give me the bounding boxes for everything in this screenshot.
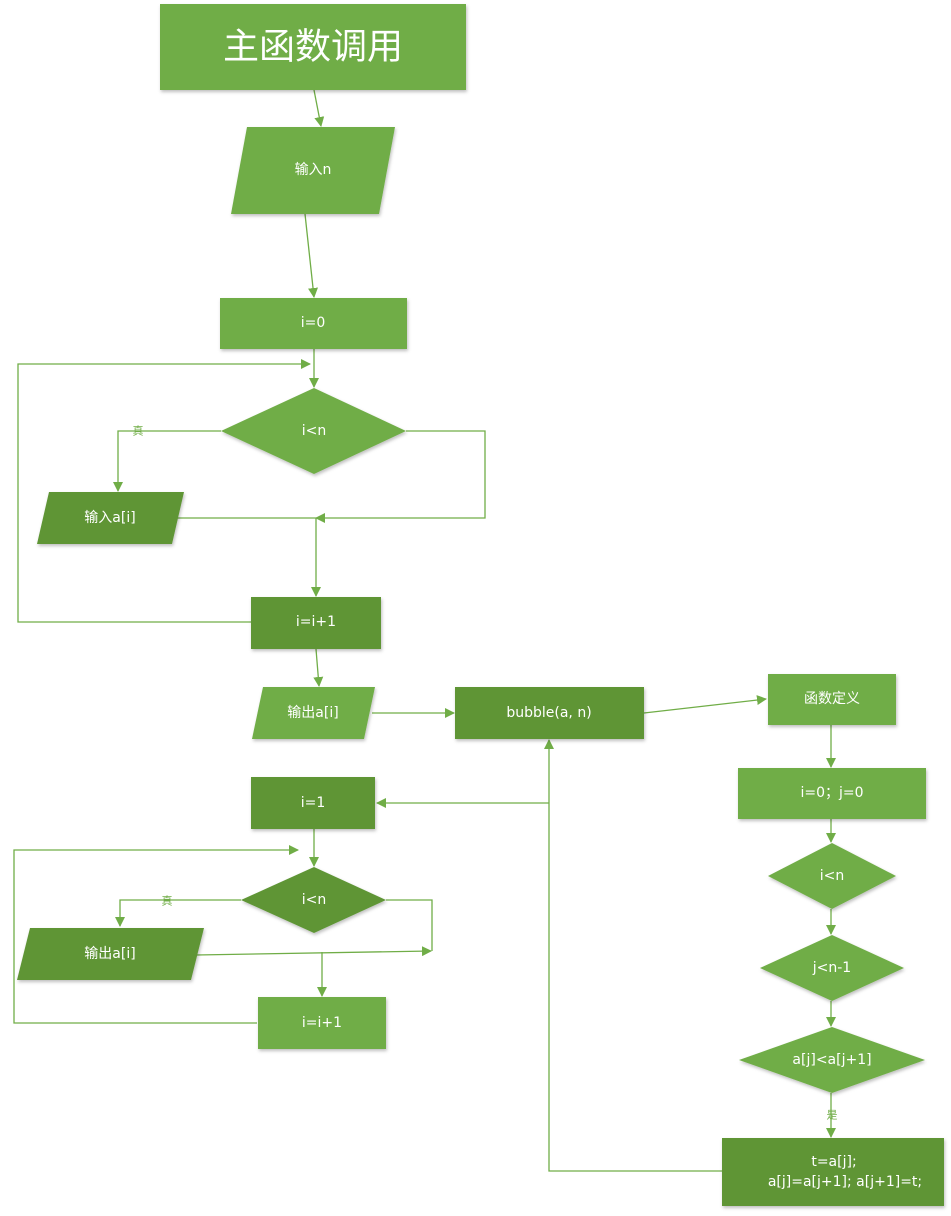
- connectors: [13, 89, 836, 1172]
- node-cond-compare: a[j]<a[j+1]: [739, 1027, 925, 1093]
- svg-text:i=i+1: i=i+1: [302, 1015, 342, 1031]
- node-incr-1: i=i+1: [251, 597, 381, 649]
- svg-text:bubble(a, n): bubble(a, n): [506, 705, 591, 721]
- node-main-title: 主函数调用: [160, 4, 466, 90]
- edge-incr-to-output: [313, 648, 324, 687]
- edge-cond-false-merge: [315, 430, 486, 523]
- node-input-n: 输入n: [231, 127, 395, 214]
- node-func-def: 函数定义: [768, 674, 896, 725]
- node-swap: t=a[j]; a[j]=a[j+1]; a[j+1]=t;: [722, 1138, 944, 1206]
- node-init-i1: i=1: [251, 777, 375, 829]
- main-title-text: 主函数调用: [223, 27, 403, 68]
- svg-text:i=1: i=1: [301, 795, 326, 811]
- node-cond-i-lt-n-1: i<n: [221, 388, 406, 474]
- svg-text:i<n: i<n: [302, 892, 327, 908]
- svg-text:i=0: i=0: [301, 315, 326, 331]
- svg-text:输出a[i]: 输出a[i]: [84, 946, 135, 962]
- svg-text:j<n-1: j<n-1: [812, 960, 851, 976]
- edge-label-true-1: 真: [133, 424, 144, 438]
- node-bubble-call: bubble(a, n): [455, 687, 644, 739]
- svg-text:t=a[j];: t=a[j];: [811, 1154, 856, 1170]
- edge-cond2-true-to-output: [115, 899, 241, 927]
- edge-cond2-false: [386, 899, 433, 951]
- node-incr-2: i=i+1: [258, 997, 386, 1049]
- edge-loop-back-2: [13, 845, 299, 1024]
- node-cond-i-lt-n-2: i<n: [241, 867, 386, 933]
- svg-text:i=i+1: i=i+1: [296, 614, 336, 630]
- edge-label-true-2: 真: [162, 894, 173, 908]
- edge-swap-back-to-bubble: [544, 739, 722, 1172]
- edge-title-to-input: [313, 89, 325, 127]
- svg-text:i<n: i<n: [302, 423, 327, 439]
- svg-text:输出a[i]: 输出a[i]: [287, 705, 338, 721]
- svg-text:输入n: 输入n: [295, 162, 332, 178]
- svg-text:i=0；j=0: i=0；j=0: [800, 785, 863, 801]
- node-input-ai: 输入a[i]: [37, 492, 184, 544]
- node-init-i0-j0: i=0；j=0: [738, 768, 926, 819]
- svg-text:a[j]<a[j+1]: a[j]<a[j+1]: [792, 1052, 871, 1068]
- svg-text:输入a[i]: 输入a[i]: [84, 510, 135, 526]
- svg-text:i<n: i<n: [820, 868, 845, 884]
- edge-cond-true-to-input: [113, 430, 221, 492]
- edge-loop-back-1: [17, 359, 311, 623]
- edge-bubble-to-def: [643, 695, 767, 714]
- edge-label-yes: 是: [827, 1109, 838, 1122]
- node-output-ai-1: 输出a[i]: [252, 687, 375, 739]
- edge-input-to-init: [304, 213, 319, 298]
- node-cond-i-lt-n-3: i<n: [768, 843, 896, 909]
- node-cond-j-lt-n1: j<n-1: [760, 935, 904, 1001]
- edge-output2-merge: [195, 946, 432, 957]
- node-init-i0: i=0: [220, 298, 407, 349]
- svg-text:函数定义: 函数定义: [804, 691, 860, 707]
- svg-text:a[j]=a[j+1]; a[j+1]=t;: a[j]=a[j+1]; a[j+1]=t;: [768, 1174, 922, 1190]
- node-output-ai-2: 输出a[i]: [17, 928, 204, 980]
